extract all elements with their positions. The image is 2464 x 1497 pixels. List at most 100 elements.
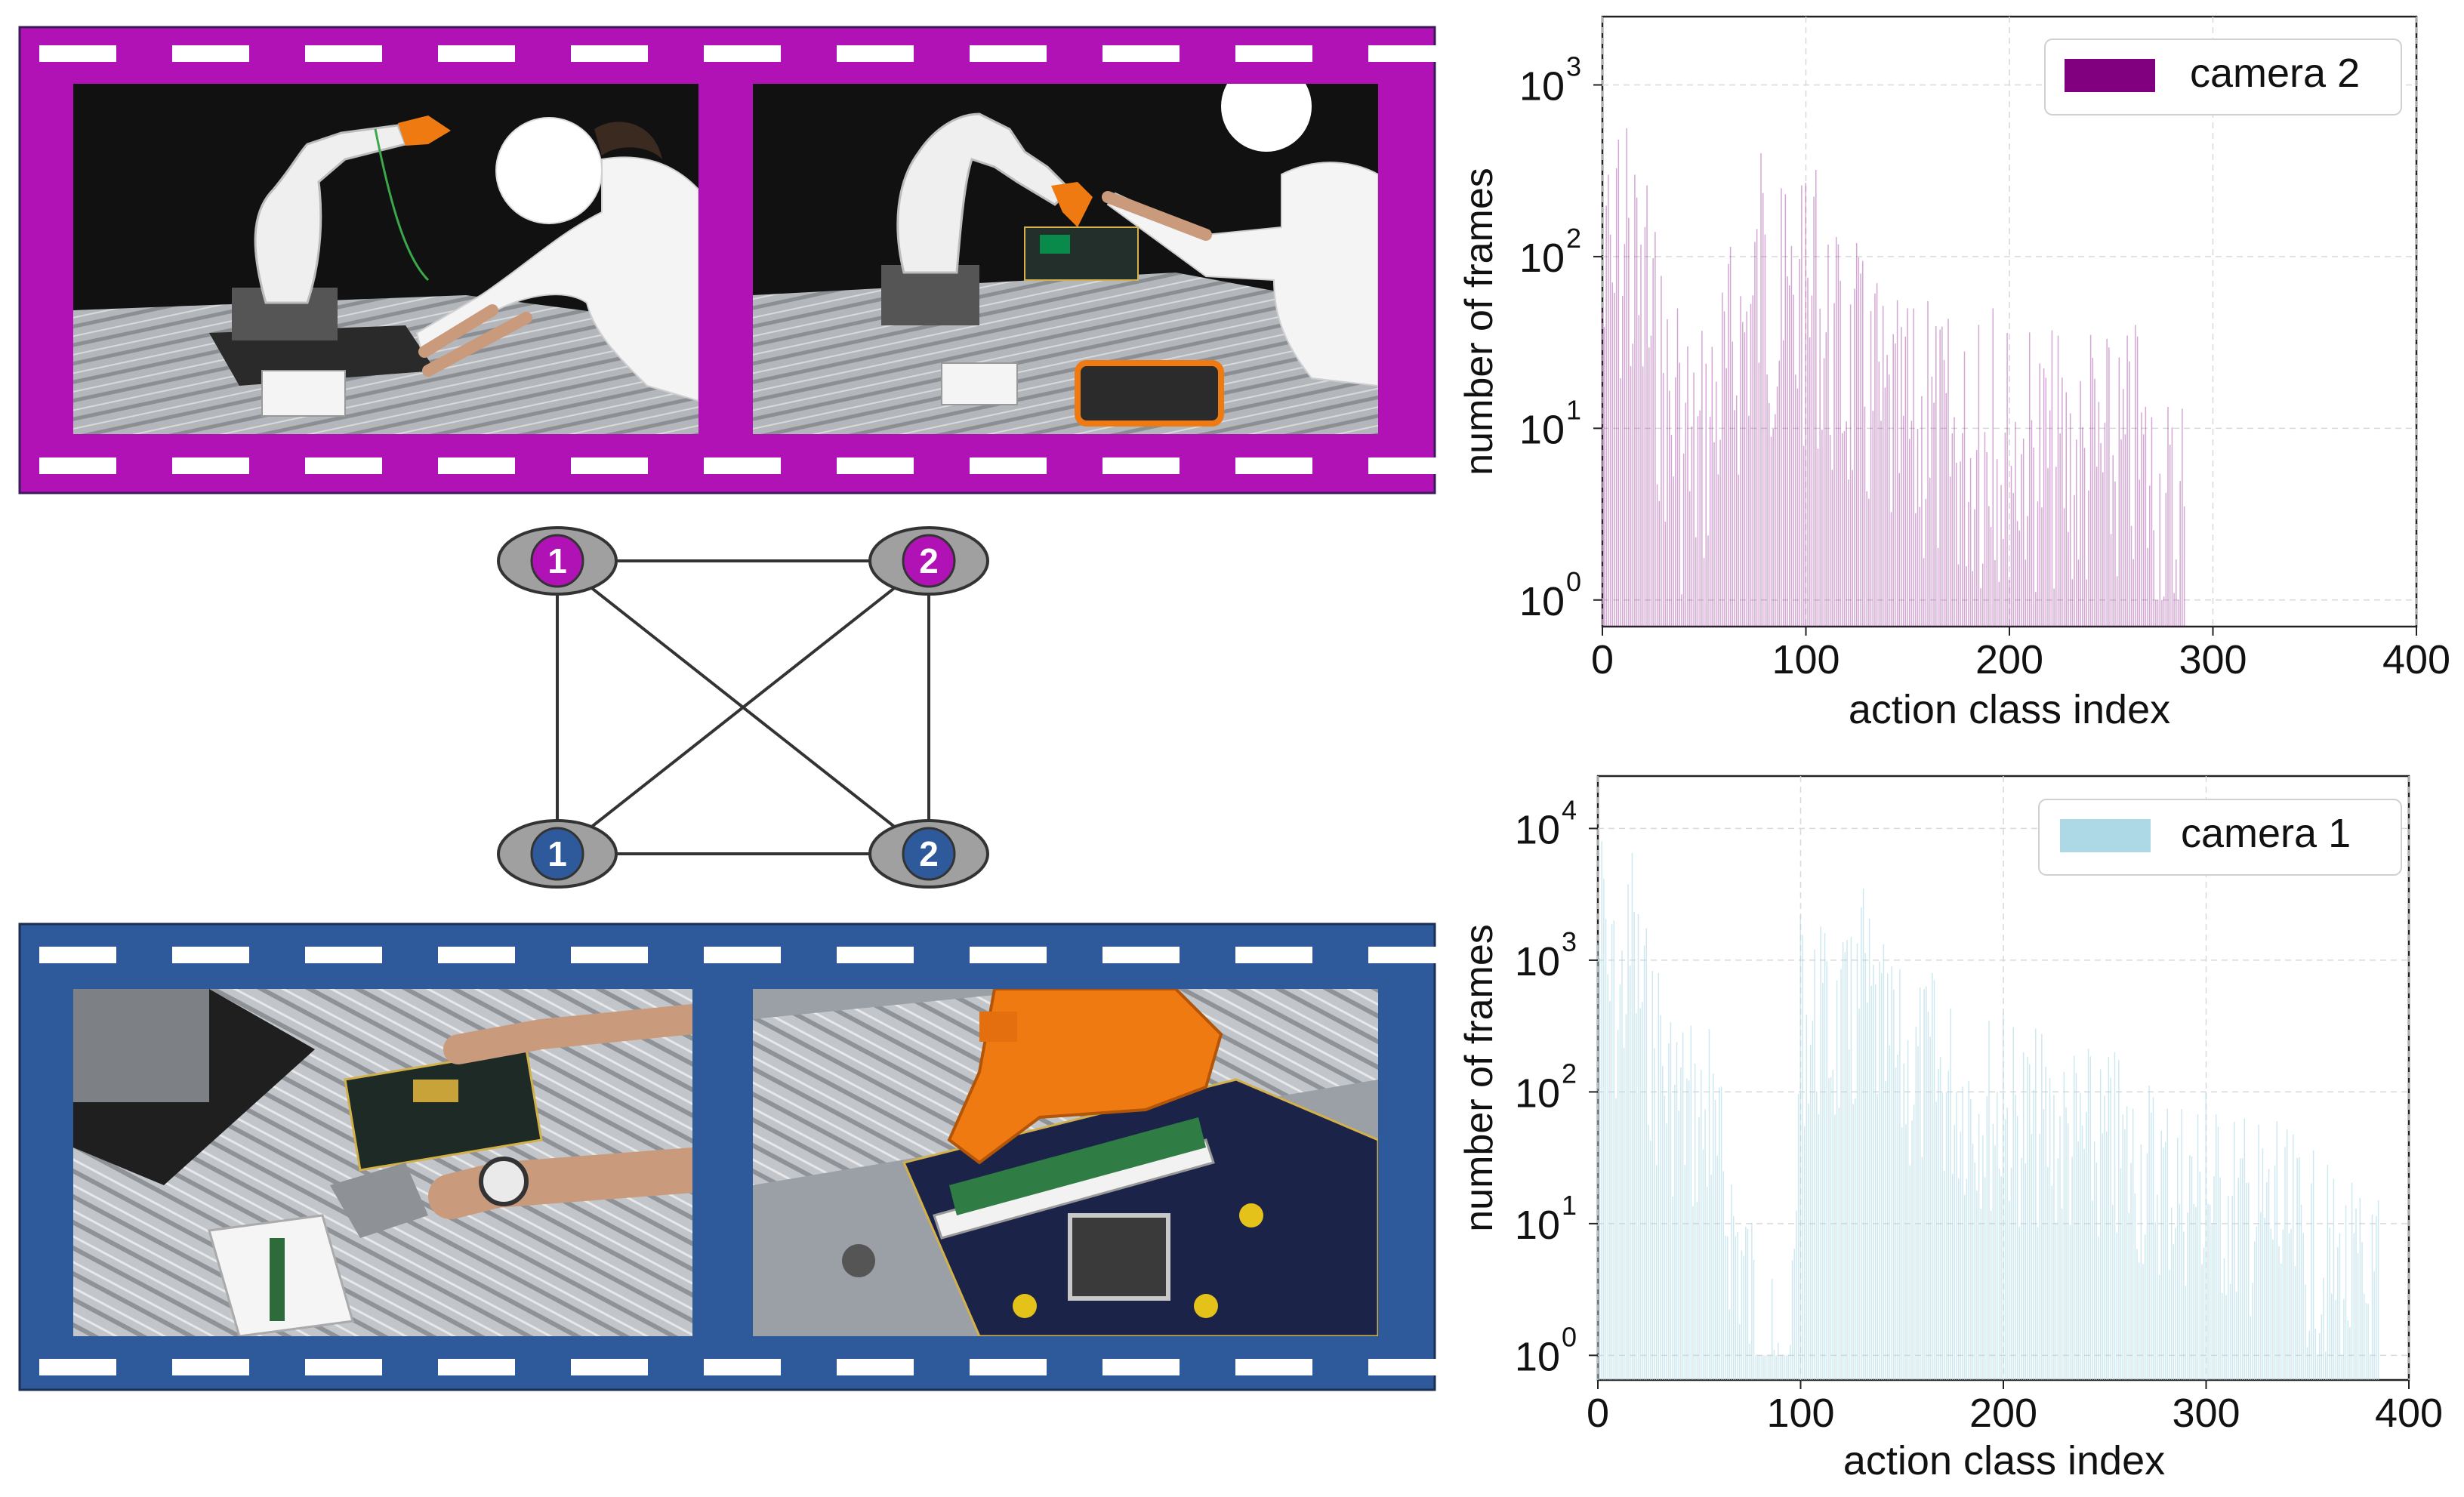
bar (1907, 1040, 1909, 1380)
film-perforation (837, 1359, 914, 1375)
bar (2081, 1125, 2083, 1380)
bar (2148, 1085, 2150, 1380)
bar (1702, 1149, 1704, 1380)
bar (2237, 1178, 2239, 1380)
bar (1605, 205, 1607, 627)
bar (1755, 1355, 1756, 1380)
bar (2154, 1222, 2156, 1380)
bar (2262, 1148, 2264, 1380)
bar (2371, 1214, 2373, 1380)
robot-arm-icon (896, 112, 1093, 274)
film-perforation (837, 457, 914, 474)
bar (1626, 128, 1627, 627)
film-perforation (1235, 1359, 1312, 1375)
bar (2108, 347, 2110, 627)
bar (1691, 426, 1693, 627)
bar (1597, 942, 1599, 1380)
bar (2065, 392, 2067, 627)
bar (2157, 599, 2159, 627)
person-icon (415, 117, 698, 402)
bar (1739, 1324, 1741, 1380)
bar (1753, 1259, 1755, 1380)
bar (1838, 1107, 1840, 1380)
film-perforation (39, 947, 116, 963)
bar (1877, 1094, 1879, 1380)
bar (1634, 174, 1636, 627)
bar (1779, 1355, 1781, 1380)
bar (1752, 295, 1753, 627)
bar (1933, 980, 1935, 1380)
bar (1864, 406, 1866, 627)
bar (2082, 427, 2083, 627)
bar (1692, 1206, 1694, 1380)
bar (1858, 1009, 1860, 1380)
bar (1808, 1103, 1809, 1380)
bar (2266, 1181, 2268, 1380)
y-tick-label: 10 (1519, 407, 1565, 452)
photo-board-assembly-left (73, 989, 692, 1336)
bar (1627, 884, 1629, 1380)
bar (1949, 476, 1951, 627)
bar (1994, 559, 1996, 627)
y-tick-exponent: 1 (1562, 1190, 1577, 1221)
bar (1812, 1021, 1814, 1380)
bar (1821, 430, 1823, 627)
bar (2095, 1162, 2098, 1380)
bar (1759, 1355, 1761, 1380)
bar (2033, 447, 2034, 627)
bar (1964, 1194, 1966, 1380)
bar (2353, 1233, 2355, 1380)
bar (2037, 501, 2039, 627)
bar (1769, 1355, 1771, 1380)
x-tick-label: 0 (1587, 1391, 1609, 1436)
bar (1827, 244, 1829, 627)
bar (1670, 435, 1673, 627)
bar (1748, 415, 1750, 627)
bar (1898, 473, 1901, 627)
bar (1599, 958, 1601, 1380)
film-perforation (970, 947, 1047, 963)
film-perforations-top (39, 947, 1445, 963)
bar (2139, 479, 2141, 627)
bar (2124, 1129, 2126, 1380)
bar (2282, 1229, 2284, 1380)
bar (1704, 1109, 1706, 1380)
bar (2187, 1212, 2188, 1380)
bar (1992, 1123, 1994, 1380)
bar (1945, 1092, 1947, 1380)
bar (1746, 311, 1747, 627)
bar (2071, 1157, 2073, 1380)
bar (1781, 1355, 1783, 1380)
bar (2126, 335, 2128, 627)
bar (2254, 1241, 2256, 1380)
bar (2171, 427, 2173, 627)
film-perforation (970, 457, 1047, 474)
bar (1710, 1174, 1712, 1380)
bar (2337, 1246, 2339, 1380)
bar (2035, 592, 2037, 627)
bar (2179, 481, 2181, 627)
film-perforation (571, 947, 648, 963)
film-perforation (305, 45, 382, 62)
bar (2114, 481, 2116, 627)
y-axis-label: number of frames (1457, 168, 1501, 476)
film-perforation (704, 947, 781, 963)
y-tick-exponent: 3 (1566, 51, 1581, 82)
bar (2191, 1156, 2193, 1380)
bar (2136, 1249, 2138, 1380)
bar (2047, 1166, 2049, 1380)
bar (2000, 1176, 2002, 1380)
film-perforation (172, 1359, 249, 1375)
bar (1633, 911, 1635, 1380)
film-perforations-bottom (39, 1359, 1445, 1375)
bar (1870, 311, 1872, 627)
y-tick-exponent: 2 (1566, 223, 1581, 254)
bar (1947, 1070, 1950, 1380)
bar (2132, 1108, 2134, 1380)
bar (1826, 961, 1827, 1380)
bar (2104, 1095, 2105, 1380)
bar (2141, 412, 2142, 627)
bar (2183, 506, 2185, 627)
x-tick-label: 400 (2382, 637, 2450, 682)
